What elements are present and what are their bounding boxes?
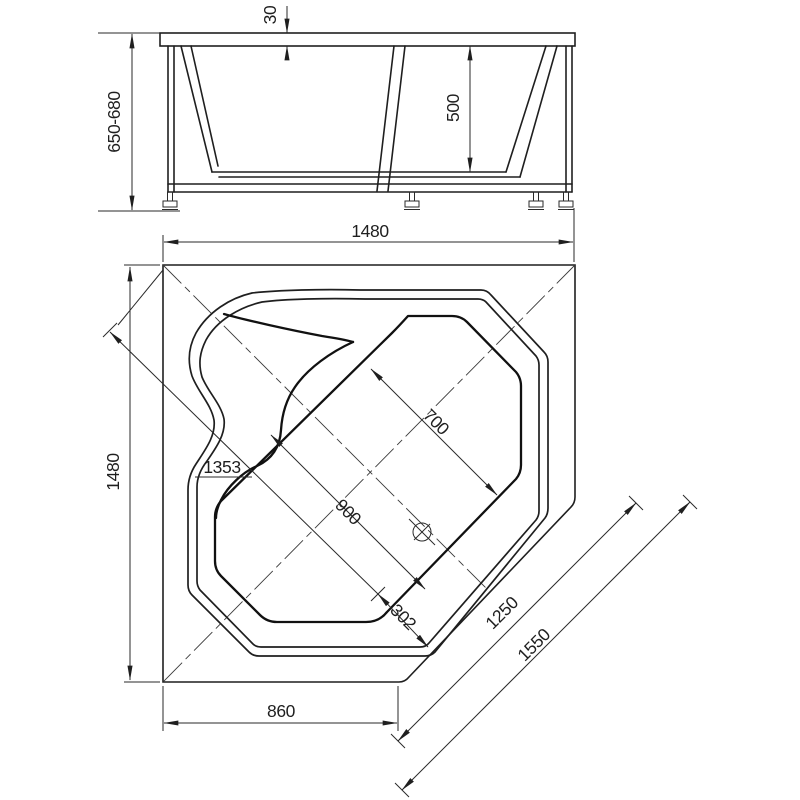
dim-1353-label: 1353 <box>203 457 240 477</box>
seat-contour <box>214 312 355 520</box>
foot <box>528 191 544 210</box>
foot <box>558 191 574 210</box>
tub-section-lines <box>180 45 558 192</box>
dimension-total-height: 650-680 <box>98 32 180 212</box>
dim-1250-label: 1250 <box>481 592 522 633</box>
dimension-front-inner: 1250 <box>390 495 644 749</box>
dimension-width-top: 1480 <box>162 208 575 262</box>
dim-1480-left-label: 1480 <box>103 453 123 491</box>
dim-650-680-label: 650-680 <box>104 91 124 153</box>
dim-860-label: 860 <box>267 701 296 721</box>
diagonal-centerline <box>162 264 490 592</box>
dimension-drain-to-front: 302 <box>377 593 429 648</box>
dim-700-label: 700 <box>419 405 453 439</box>
dim-302-label: 302 <box>386 600 420 634</box>
dim-1480-top-label: 1480 <box>351 221 389 241</box>
foot <box>404 191 420 210</box>
drain-symbol <box>408 518 436 546</box>
foot <box>162 191 178 210</box>
basin-outline <box>213 314 523 624</box>
front-elevation-view: 30 500 650-680 <box>98 5 576 212</box>
dim-1550-label: 1550 <box>513 624 554 665</box>
dimension-rim-thickness: 30 <box>260 5 290 61</box>
adjustable-feet <box>162 191 574 210</box>
dimension-bottom-width: 860 <box>162 686 399 731</box>
dim-500-label: 500 <box>443 93 463 122</box>
dimension-basin-inner-width: 700 <box>370 368 498 496</box>
dimension-height-left: 1480 <box>103 264 160 683</box>
dim-30-label: 30 <box>260 5 280 24</box>
dimension-inner-depth: 500 <box>443 45 473 173</box>
tub-rim-slab <box>159 32 576 47</box>
rim-outer-edge <box>187 288 549 657</box>
plan-view: 1480 1353 302 700 900 <box>102 264 698 798</box>
rim-inner-edge <box>196 297 540 648</box>
support-frame <box>167 45 573 193</box>
